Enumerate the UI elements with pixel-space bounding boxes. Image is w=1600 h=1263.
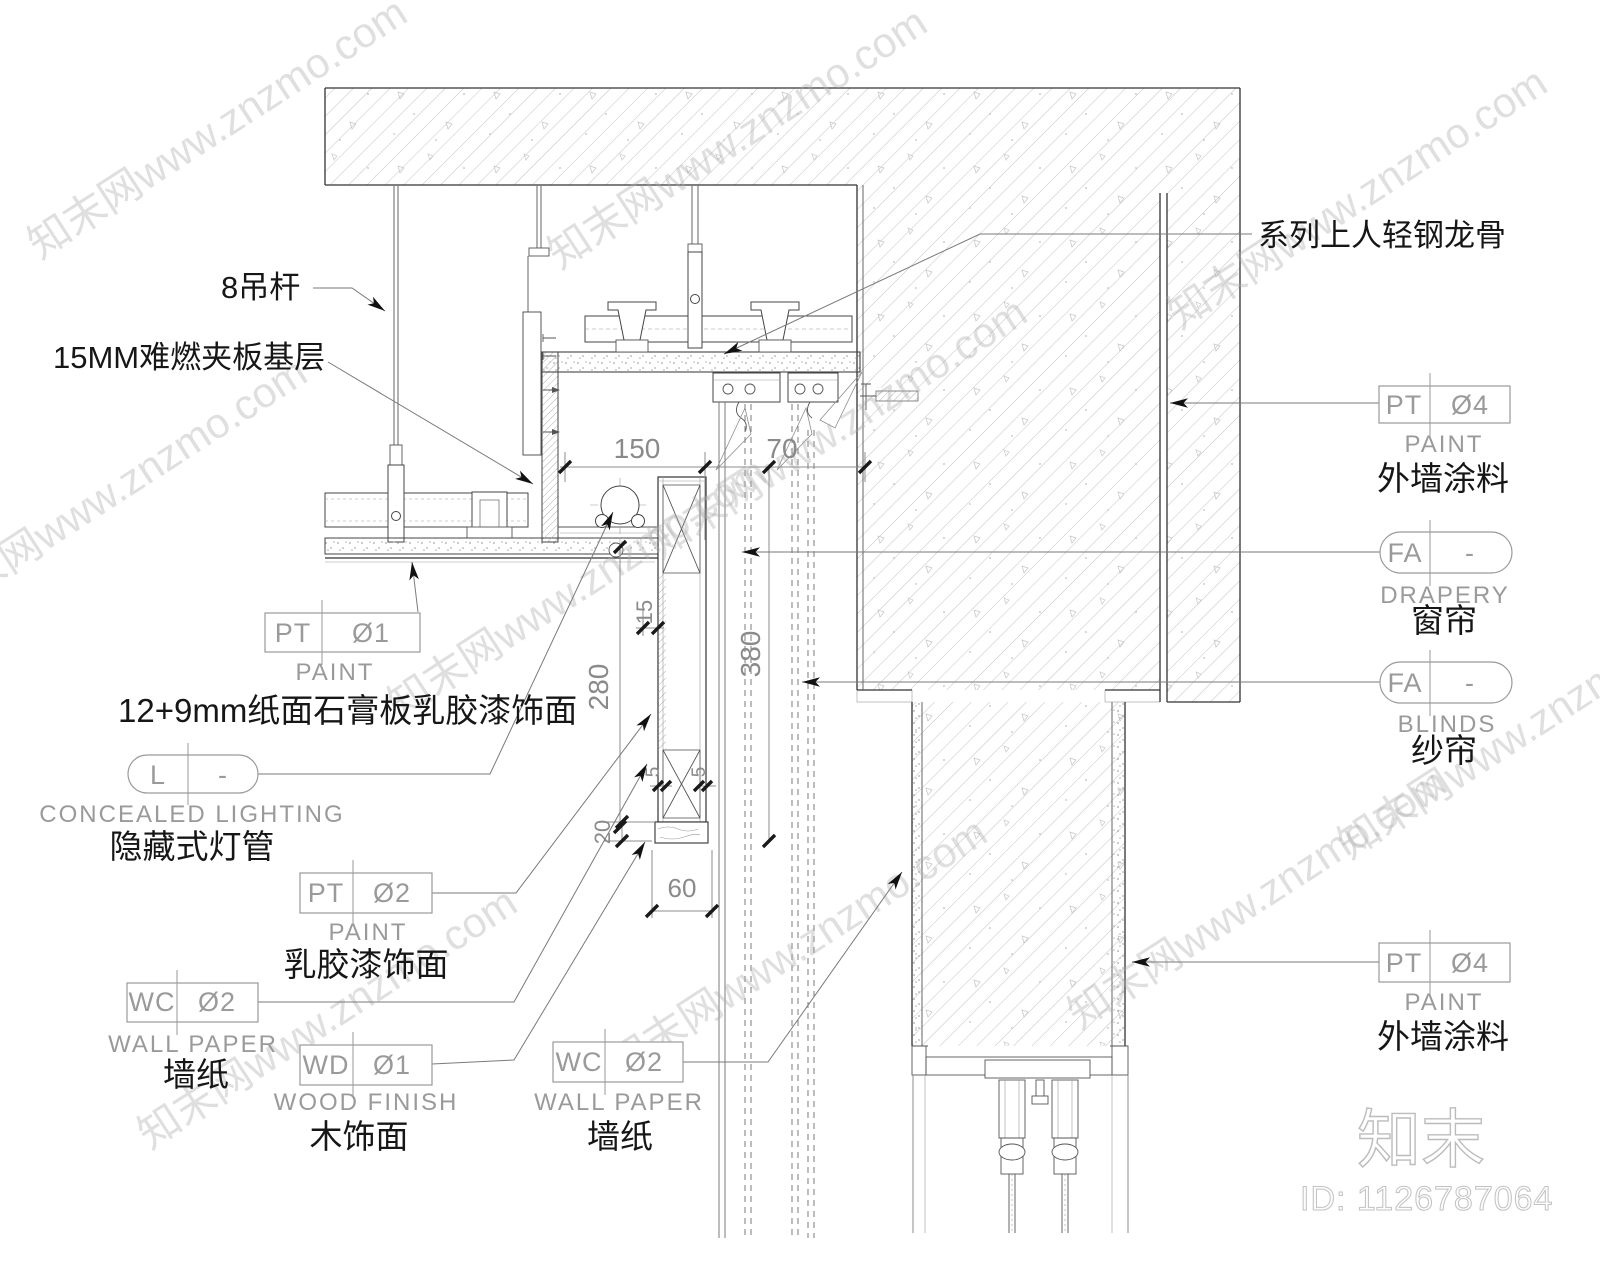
tag-num: Ø2 — [625, 1047, 663, 1077]
concrete-structure — [324, 87, 1241, 1047]
light-steel-keel — [584, 186, 920, 410]
dim-5a: 5 — [643, 767, 664, 778]
tag-code: FA — [1387, 538, 1422, 568]
tag-wd1: WD Ø1 WOOD FINISH 木饰面 — [274, 1032, 459, 1155]
tag-pt4-bottom: PT Ø4 PAINT 外墙涂料 — [1377, 930, 1511, 1055]
tag-num: Ø4 — [1451, 948, 1489, 978]
tag-en: DRAPERY — [1380, 582, 1510, 609]
tag-zh: 乳胶漆饰面 — [284, 946, 449, 983]
dim-60: 60 — [668, 873, 697, 903]
callout-keel: 系列上人轻钢龙骨 — [1258, 218, 1506, 253]
tag-zh: 墙纸 — [163, 1056, 229, 1093]
callout-plywood-base: 15MM难燃夹板基层 — [53, 340, 325, 375]
tag-num: Ø4 — [1451, 390, 1489, 420]
leader-lines — [258, 233, 1380, 1065]
wood-trim — [654, 821, 709, 844]
image-id: ID: 1126787064 — [1300, 1180, 1553, 1218]
tag-code: WC — [129, 987, 176, 1017]
plywood-platform — [522, 186, 861, 543]
tag-num: Ø1 — [352, 618, 390, 648]
site-branding: 知末 ID: 1126787064 — [1300, 1103, 1553, 1218]
tag-zh: 外墙涂料 — [1377, 1018, 1509, 1055]
tag-zh: 窗帘 — [1411, 602, 1477, 639]
tag-wc-mid: WC Ø2 WALL PAPER 墙纸 — [534, 1029, 704, 1155]
tag-zh: 隐藏式灯管 — [110, 828, 275, 865]
tag-zh: 木饰面 — [310, 1118, 409, 1155]
callout-gypsum-board: 12+9mm纸面石膏板乳胶漆饰面 — [118, 692, 577, 729]
dim-280: 280 — [583, 664, 614, 711]
tag-en: BLINDS — [1398, 711, 1497, 738]
tag-num: Ø1 — [373, 1050, 411, 1080]
tag-en: WOOD FINISH — [274, 1089, 459, 1116]
tag-code: PT — [275, 618, 312, 648]
tag-pt4-top: PT Ø4 PAINT 外墙涂料 — [1377, 373, 1511, 497]
curtain-tracks — [712, 371, 863, 471]
tag-en: PAINT — [296, 659, 375, 686]
dim-70: 70 — [766, 433, 797, 464]
tag-code: PT — [1386, 390, 1423, 420]
tag-num: - — [218, 760, 228, 790]
window-mullion — [998, 1079, 1026, 1233]
tag-num: - — [1465, 668, 1475, 698]
window-head-assembly — [911, 1045, 1129, 1233]
callout-labels: 系列上人轻钢龙骨 8吊杆 15MM难燃夹板基层 12+9mm纸面石膏板乳胶漆饰面 — [53, 218, 1506, 729]
tag-en: PAINT — [1405, 989, 1484, 1016]
site-logo: 知末 — [1357, 1104, 1485, 1176]
dimensions: 150 70 380 280 15 20 60 5 5 — [557, 433, 873, 919]
tag-pt2: PT Ø2 PAINT 乳胶漆饰面 — [284, 860, 449, 983]
tag-code: PT — [308, 878, 345, 908]
tag-wc-left: WC Ø2 WALL PAPER 墙纸 — [108, 970, 278, 1093]
tag-fa-blinds: FA - BLINDS 纱帘 — [1379, 650, 1513, 769]
tag-code: FA — [1387, 668, 1422, 698]
tag-en: PAINT — [329, 919, 408, 946]
tag-code: WC — [556, 1047, 603, 1077]
material-tags: PT Ø1 PAINT L - CONCEALED LIGHTING 隐藏式灯管… — [39, 373, 1513, 1155]
dim-20: 20 — [590, 820, 615, 844]
dim-150: 150 — [614, 433, 661, 464]
tag-pt1: PT Ø1 PAINT — [264, 600, 421, 686]
tag-zh: 墙纸 — [587, 1118, 653, 1155]
tag-num: - — [1465, 538, 1475, 568]
tag-num: Ø2 — [373, 878, 411, 908]
dim-15: 15 — [632, 600, 657, 624]
tag-en: PAINT — [1405, 431, 1484, 458]
tag-code: L — [150, 760, 166, 790]
tag-en: WALL PAPER — [108, 1031, 278, 1058]
window-mullion — [1051, 1079, 1079, 1233]
tag-zh: 外墙涂料 — [1377, 460, 1509, 497]
tag-code: WD — [303, 1050, 350, 1080]
watermark-text: 知末网www.znzmo.com — [0, 348, 315, 628]
tag-en: WALL PAPER — [534, 1089, 704, 1116]
dim-5b: 5 — [689, 767, 710, 778]
tag-fa-drapery: FA - DRAPERY 窗帘 — [1379, 520, 1513, 639]
tag-concealed-light: L - CONCEALED LIGHTING 隐藏式灯管 — [39, 743, 344, 865]
tag-en: CONCEALED LIGHTING — [39, 801, 344, 828]
callout-hanger-rod: 8吊杆 — [221, 270, 300, 305]
tag-num: Ø2 — [198, 987, 236, 1017]
dim-380: 380 — [735, 631, 766, 678]
tag-code: PT — [1386, 948, 1423, 978]
tag-zh: 纱帘 — [1411, 732, 1477, 769]
curtain-lines — [718, 402, 815, 1238]
